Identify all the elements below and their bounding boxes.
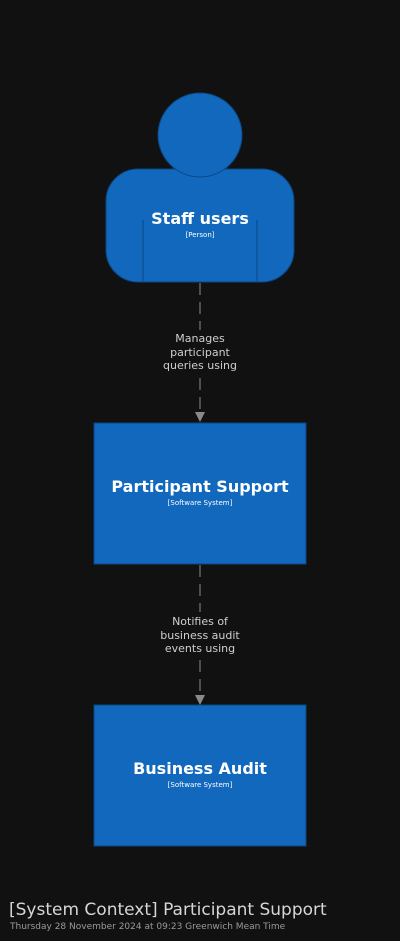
node-type: [Software System] [167, 499, 233, 507]
edge-label-line: business audit [160, 628, 240, 642]
edge-label-support-to-audit: Notifies of business audit events using [130, 615, 270, 656]
edge-staff-to-support [195, 283, 205, 422]
node-staff-users[interactable]: Staff users [Person] [106, 209, 294, 240]
edge-label-line: Manages [175, 332, 225, 345]
box-business-audit [93, 704, 307, 847]
arrowhead [195, 695, 205, 705]
edge-label-line: events using [164, 642, 236, 655]
edge-label-line: Notifies of [172, 615, 228, 628]
edge-label-staff-to-support: Manages participant queries using [130, 332, 270, 373]
node-participant-support[interactable]: Participant Support [Software System] [94, 477, 306, 508]
arrowhead [195, 412, 205, 422]
diagram-timestamp: Thursday 28 November 2024 at 09:23 Green… [10, 922, 286, 932]
diagram-title: [System Context] Participant Support [9, 900, 327, 920]
node-title: Business Audit [133, 759, 267, 778]
node-type: [Person] [185, 231, 215, 239]
node-title: Participant Support [111, 477, 289, 496]
person-shape-staff-users [105, 92, 295, 283]
edge-support-to-audit [195, 565, 205, 705]
node-type: [Software System] [167, 781, 233, 789]
node-title: Staff users [151, 209, 249, 228]
edge-label-line: participant [170, 345, 230, 359]
box-participant-support [93, 422, 307, 565]
edge-label-line: queries using [162, 359, 237, 372]
node-business-audit[interactable]: Business Audit [Software System] [94, 759, 306, 790]
person-head [157, 92, 243, 178]
